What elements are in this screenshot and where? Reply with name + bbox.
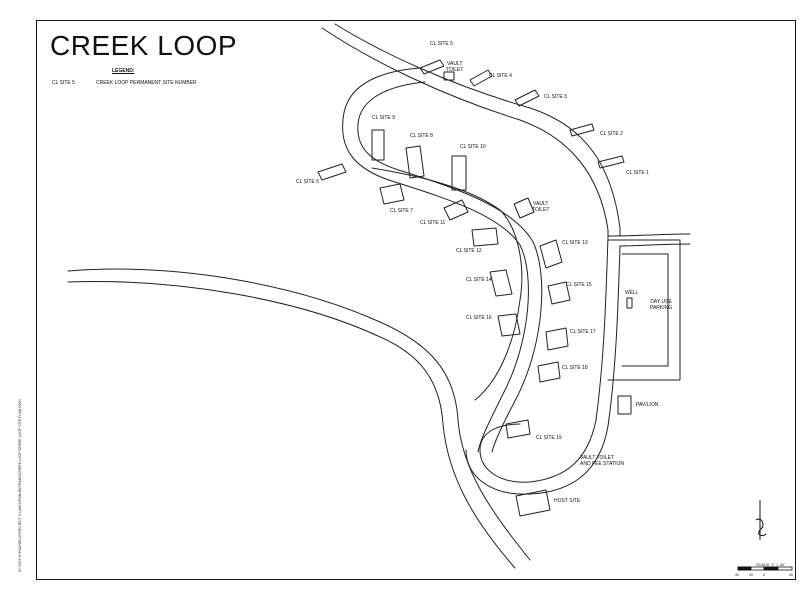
parking-lot [607,239,681,381]
top-road-edge [334,23,621,237]
well-marker [626,297,633,309]
north-arrow [755,500,767,540]
scale-tick-1: 40 [735,573,739,577]
inner-loop [371,167,523,401]
map-frame [36,20,796,580]
label-day-use-line1: DAY USE [650,299,672,305]
label-vault-toilet-top-line1: VAULT [447,61,463,67]
label-vault-toilet-top-line2: TOILET [446,67,464,73]
label-pavilion: PAVILION [636,402,659,408]
label-day-use-parking: DAY USE PARKING [650,299,672,311]
pad-site-6 [317,163,347,181]
label-vault-toilet-top: VAULT TOILET [446,61,463,73]
vault-toilet-mid-building [513,197,535,219]
label-site-9: CL SITE 9 [372,115,395,121]
label-site-15: CL SITE 15 [566,282,592,288]
pad-site-17 [545,327,569,351]
scale-label: SCALE: 1" = 40' [756,562,785,567]
pad-site-16 [497,313,521,337]
scale-bar [737,566,793,571]
label-site-8: CL SITE 8 [410,133,433,139]
label-vault-toilet-mid-line1: VAULT [533,201,549,207]
label-site-19: CL SITE 19 [536,435,562,441]
legend-heading: LEGEND: [112,68,135,74]
outer-loop-inner [357,81,543,453]
pad-site-7 [379,183,405,205]
label-site-4: CL SITE 4 [489,73,512,79]
label-site-3: CL SITE 3 [544,94,567,100]
label-vault-toilet-fee: VAULT TOILET AND FEE STATION [580,455,624,467]
label-vault-toilet-mid: VAULT TOILET [532,201,549,213]
pad-site-8 [405,145,425,179]
pad-site-3 [514,89,540,107]
east-road-edge [465,245,621,495]
label-site-14: CL SITE 14 [466,277,492,283]
scale-tick-2: 20 [749,573,753,577]
label-site-16: CL SITE 16 [466,315,492,321]
label-vault-toilet-fee-line1: VAULT TOILET [580,455,614,461]
east-road [479,235,609,483]
label-site-7: CL SITE 7 [390,208,413,214]
label-site-1: CL SITE 1 [626,170,649,176]
west-road [67,268,531,561]
legend-key: CL SITE 5 [52,80,75,86]
label-site-2: CL SITE 2 [600,131,623,137]
pad-site-9 [371,129,385,161]
outer-loop [342,67,529,453]
parking-spur [607,233,691,237]
pad-site-12 [471,227,499,247]
label-site-17: CL SITE 17 [570,329,596,335]
pad-site-4 [469,69,493,87]
parking-spur-edge [619,243,691,247]
pad-site-19 [505,419,531,439]
page-title: CREEK LOOP [50,30,238,61]
label-host-site: HOST SITE [554,498,581,504]
label-day-use-line2: PARKING [650,305,673,311]
top-road [321,27,609,237]
label-site-6: CL SITE 6 [296,179,319,185]
pad-site-18 [537,361,561,383]
pad-site-14 [489,269,513,297]
pavilion-building [617,395,632,415]
label-site-5: CL SITE 5 [430,41,453,47]
scale-tick-3: 0 [763,573,765,577]
pad-site-11 [443,199,469,221]
scale-tick-4: 40 [789,573,793,577]
pad-site-10 [451,155,467,191]
pad-site-1 [597,155,625,169]
drawing-file-note: 8/7/2019 H:\RACHELLE\PROJECT 3 LAKES\RAN… [18,399,22,572]
label-site-12: CL SITE 12 [456,248,482,254]
label-vault-toilet-mid-line2: TOILET [532,207,550,213]
pad-site-15 [547,281,571,305]
label-site-10: CL SITE 10 [460,144,486,150]
label-vault-toilet-fee-line2: AND FEE STATION [580,461,624,467]
label-site-13: CL SITE 13 [562,240,588,246]
pad-site-2 [569,123,595,137]
pad-host-site [515,489,551,517]
parking-aisle [621,253,669,367]
legend-description: CREEK LOOP PERMANENT SITE NUMBER [96,80,197,86]
label-site-18: CL SITE 18 [562,365,588,371]
label-site-11: CL SITE 11 [420,220,446,226]
west-road-edge [67,281,516,569]
label-well: WELL [625,290,639,296]
pad-site-13 [539,239,563,269]
pad-site-5 [419,59,445,75]
vault-toilet-top-building [443,71,455,81]
